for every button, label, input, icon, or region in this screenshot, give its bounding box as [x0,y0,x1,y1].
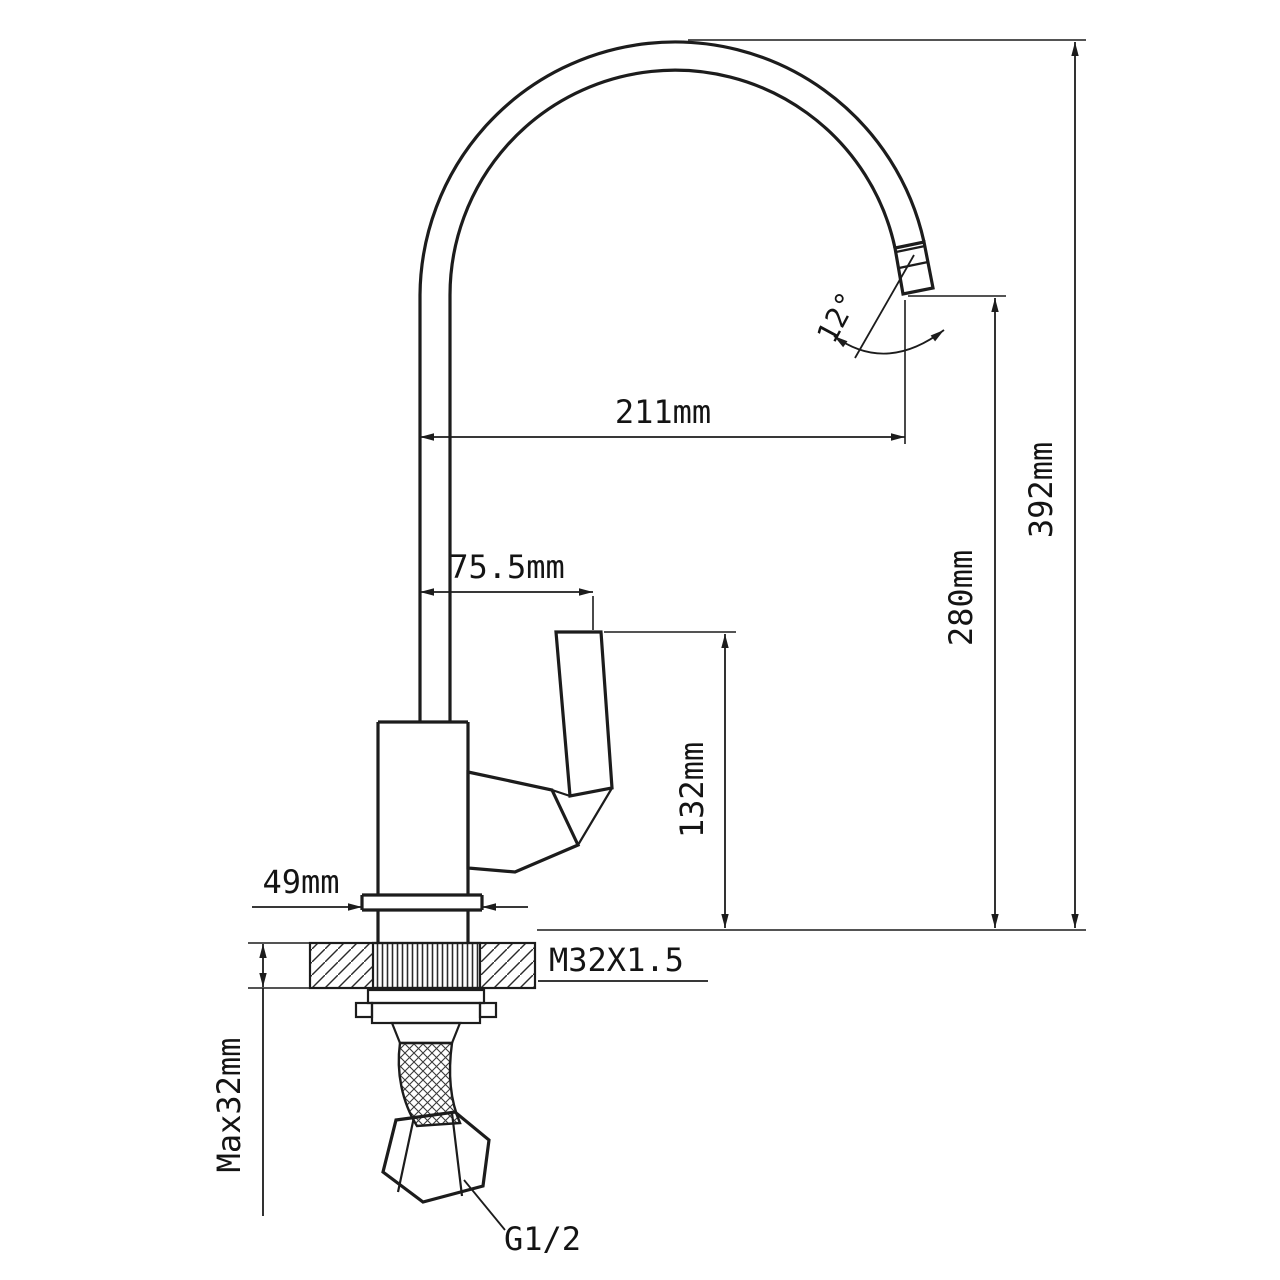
hose-collar [390,1021,462,1045]
base-flange [360,893,484,912]
dim-label-handle-height: 132mm [673,742,711,838]
deck-hatch-right [480,943,535,988]
handle-pivot-joint [551,787,613,846]
faucet-outline [360,40,935,943]
dim-label-spout-reach: 211mm [615,393,711,431]
dim-label-inlet-connection: G1/2 [504,1220,581,1258]
dim-label-outlet-height: 280mm [942,550,980,646]
locknut [370,1001,482,1025]
spout-inner-curve [448,68,897,722]
dim-label-total-height: 392mm [1022,442,1060,538]
dim-label-deck-thickness: Max32mm [210,1038,248,1173]
spout-nozzle [893,240,935,296]
locknut-tab-right [478,1001,498,1019]
inlet-nut-facets [396,1112,464,1197]
supply-hose [397,1041,462,1128]
handle-lever [554,630,614,798]
deck-hatch-left [310,943,373,988]
dim-label-mounting-thread: M32X1.5 [549,941,684,979]
dim-label-base-width: 49mm [262,863,339,901]
base-column [376,910,470,943]
angle-arc [833,329,945,355]
handle-pivot [466,770,581,874]
dim-label-riser-to-handle: 75.5mm [449,548,565,586]
threaded-shank [371,941,482,990]
locknut-tab-left [354,1001,374,1019]
dimension-annotations: 392mm 280mm 211mm 75.5mm 132mm 49mm Max3… [210,39,1086,1258]
dim-label-spout-angle: 12° [810,286,865,348]
washer [366,988,486,1005]
under-deck-hardware [354,988,498,1204]
mounting-deck [308,941,537,990]
inlet-callout-leader [463,1179,506,1231]
inlet-nut [381,1110,491,1204]
spout-outer-curve [418,40,926,722]
aerator-joint-line [895,244,929,270]
